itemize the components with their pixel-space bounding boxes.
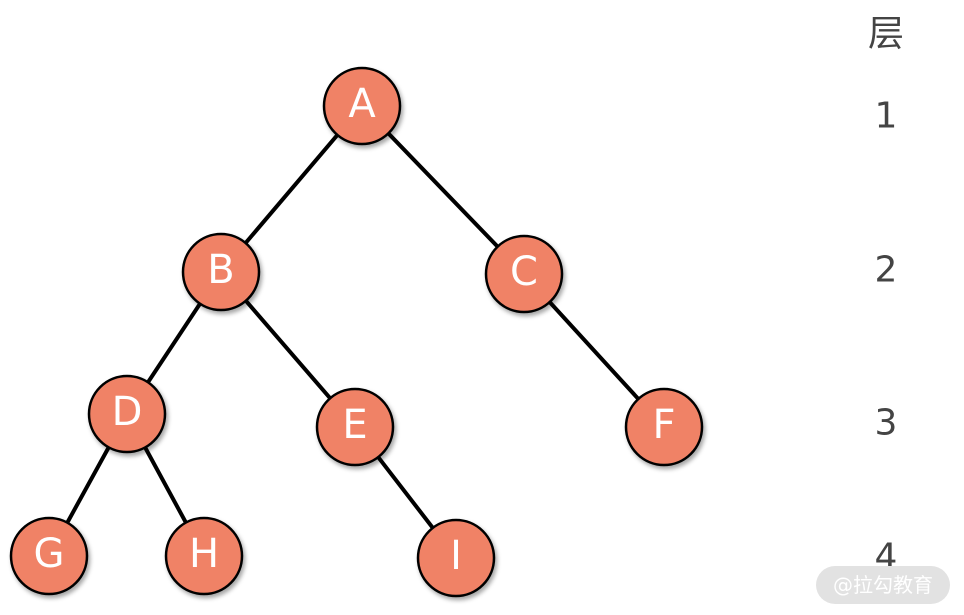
edges-layer [47, 104, 666, 560]
node-circle-a [322, 66, 402, 146]
node-circle-f [624, 387, 704, 467]
node-label-d: D [112, 389, 143, 435]
watermark-text: @拉勾教育 [833, 573, 933, 597]
node-circle-g [9, 516, 89, 596]
level-label-3: 3 [875, 403, 898, 444]
tree-node-c: C [484, 234, 564, 314]
node-label-a: A [348, 81, 376, 127]
level-column: 层 1 2 3 4 [868, 14, 904, 578]
node-circle-h [164, 516, 244, 596]
level-header: 层 [868, 14, 904, 55]
node-label-h: H [189, 531, 219, 577]
node-label-f: F [652, 402, 675, 448]
tree-node-e: E [315, 387, 395, 467]
node-circle-d [87, 374, 167, 454]
tree-node-f: F [624, 387, 704, 467]
tree-node-d: D [87, 374, 167, 454]
node-label-c: C [510, 249, 538, 295]
node-circle-c [484, 234, 564, 314]
node-label-i: I [450, 533, 462, 579]
tree-node-b: B [181, 232, 261, 312]
tree-node-h: H [164, 516, 244, 596]
nodes-layer: A B C D E F G H I [9, 66, 704, 598]
watermark-badge [816, 566, 950, 604]
level-label-1: 1 [875, 96, 898, 137]
tree-node-a: A [322, 66, 402, 146]
node-label-g: G [34, 531, 65, 577]
node-circle-b [181, 232, 261, 312]
watermark: @拉勾教育 [816, 566, 950, 604]
node-circle-i [416, 518, 496, 598]
node-label-e: E [342, 402, 367, 448]
node-circle-e [315, 387, 395, 467]
node-label-b: B [207, 247, 234, 293]
level-label-2: 2 [875, 250, 898, 291]
tree-node-g: G [9, 516, 89, 596]
tree-node-i: I [416, 518, 496, 598]
